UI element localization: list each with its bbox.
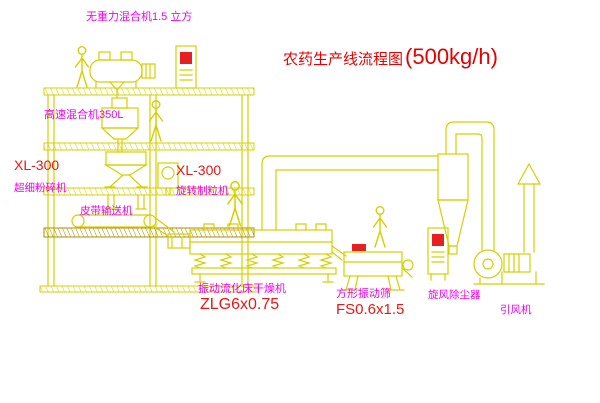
vibrating-screen-machine: [341, 244, 414, 291]
model-pulverizer: XL-300: [14, 157, 60, 173]
model-granulator: XL-300: [176, 162, 222, 178]
hopper-splitter: [103, 151, 149, 188]
label-cyclone: 旋风除尘器: [428, 289, 481, 301]
control-panel-top: [175, 45, 197, 89]
label-belt-conveyor: 皮带输送机: [80, 205, 133, 217]
title-text: 农药生产线流程图: [283, 51, 404, 68]
high-speed-mixer-machine: [100, 97, 140, 153]
label-draft-fan: 引风机: [500, 304, 532, 316]
label-granulator: 旋转制粒机: [176, 185, 229, 197]
belt-conveyor-machine: [71, 194, 175, 237]
draft-fan-machine: [473, 249, 545, 285]
building-frame: [39, 87, 259, 293]
title-capacity: (500kg/h): [405, 44, 498, 69]
person-figure-screen: [372, 206, 388, 248]
control-panel-right: [427, 227, 449, 281]
cyclone-separator: [437, 121, 495, 255]
model-vibrating-screen: FS0.6x1.5: [336, 301, 405, 318]
gravity-mixer-machine: [89, 51, 156, 99]
model-fluid-bed-dryer: ZLG6x0.75: [200, 296, 280, 313]
label-high-speed-mixer: 高速混合机350L: [44, 109, 124, 121]
label-pulverizer: 超细粉碎机: [14, 182, 67, 194]
diagram-title: 农药生产线流程图 (500kg/h): [283, 44, 498, 70]
granulator-machine: [157, 162, 179, 196]
fluid-bed-dryer-machine: [167, 223, 347, 283]
label-fluid-bed-dryer: 振动流化床干燥机: [198, 283, 286, 295]
label-vibrating-screen: 方形振动筛: [336, 288, 391, 300]
exhaust-stack: [516, 162, 542, 253]
screen-motor-badge: [352, 244, 366, 251]
exhaust-duct: [261, 155, 439, 231]
person-figure-roof: [74, 46, 90, 88]
label-gravity-mixer: 无重力混合机1.5 立方: [86, 11, 193, 23]
